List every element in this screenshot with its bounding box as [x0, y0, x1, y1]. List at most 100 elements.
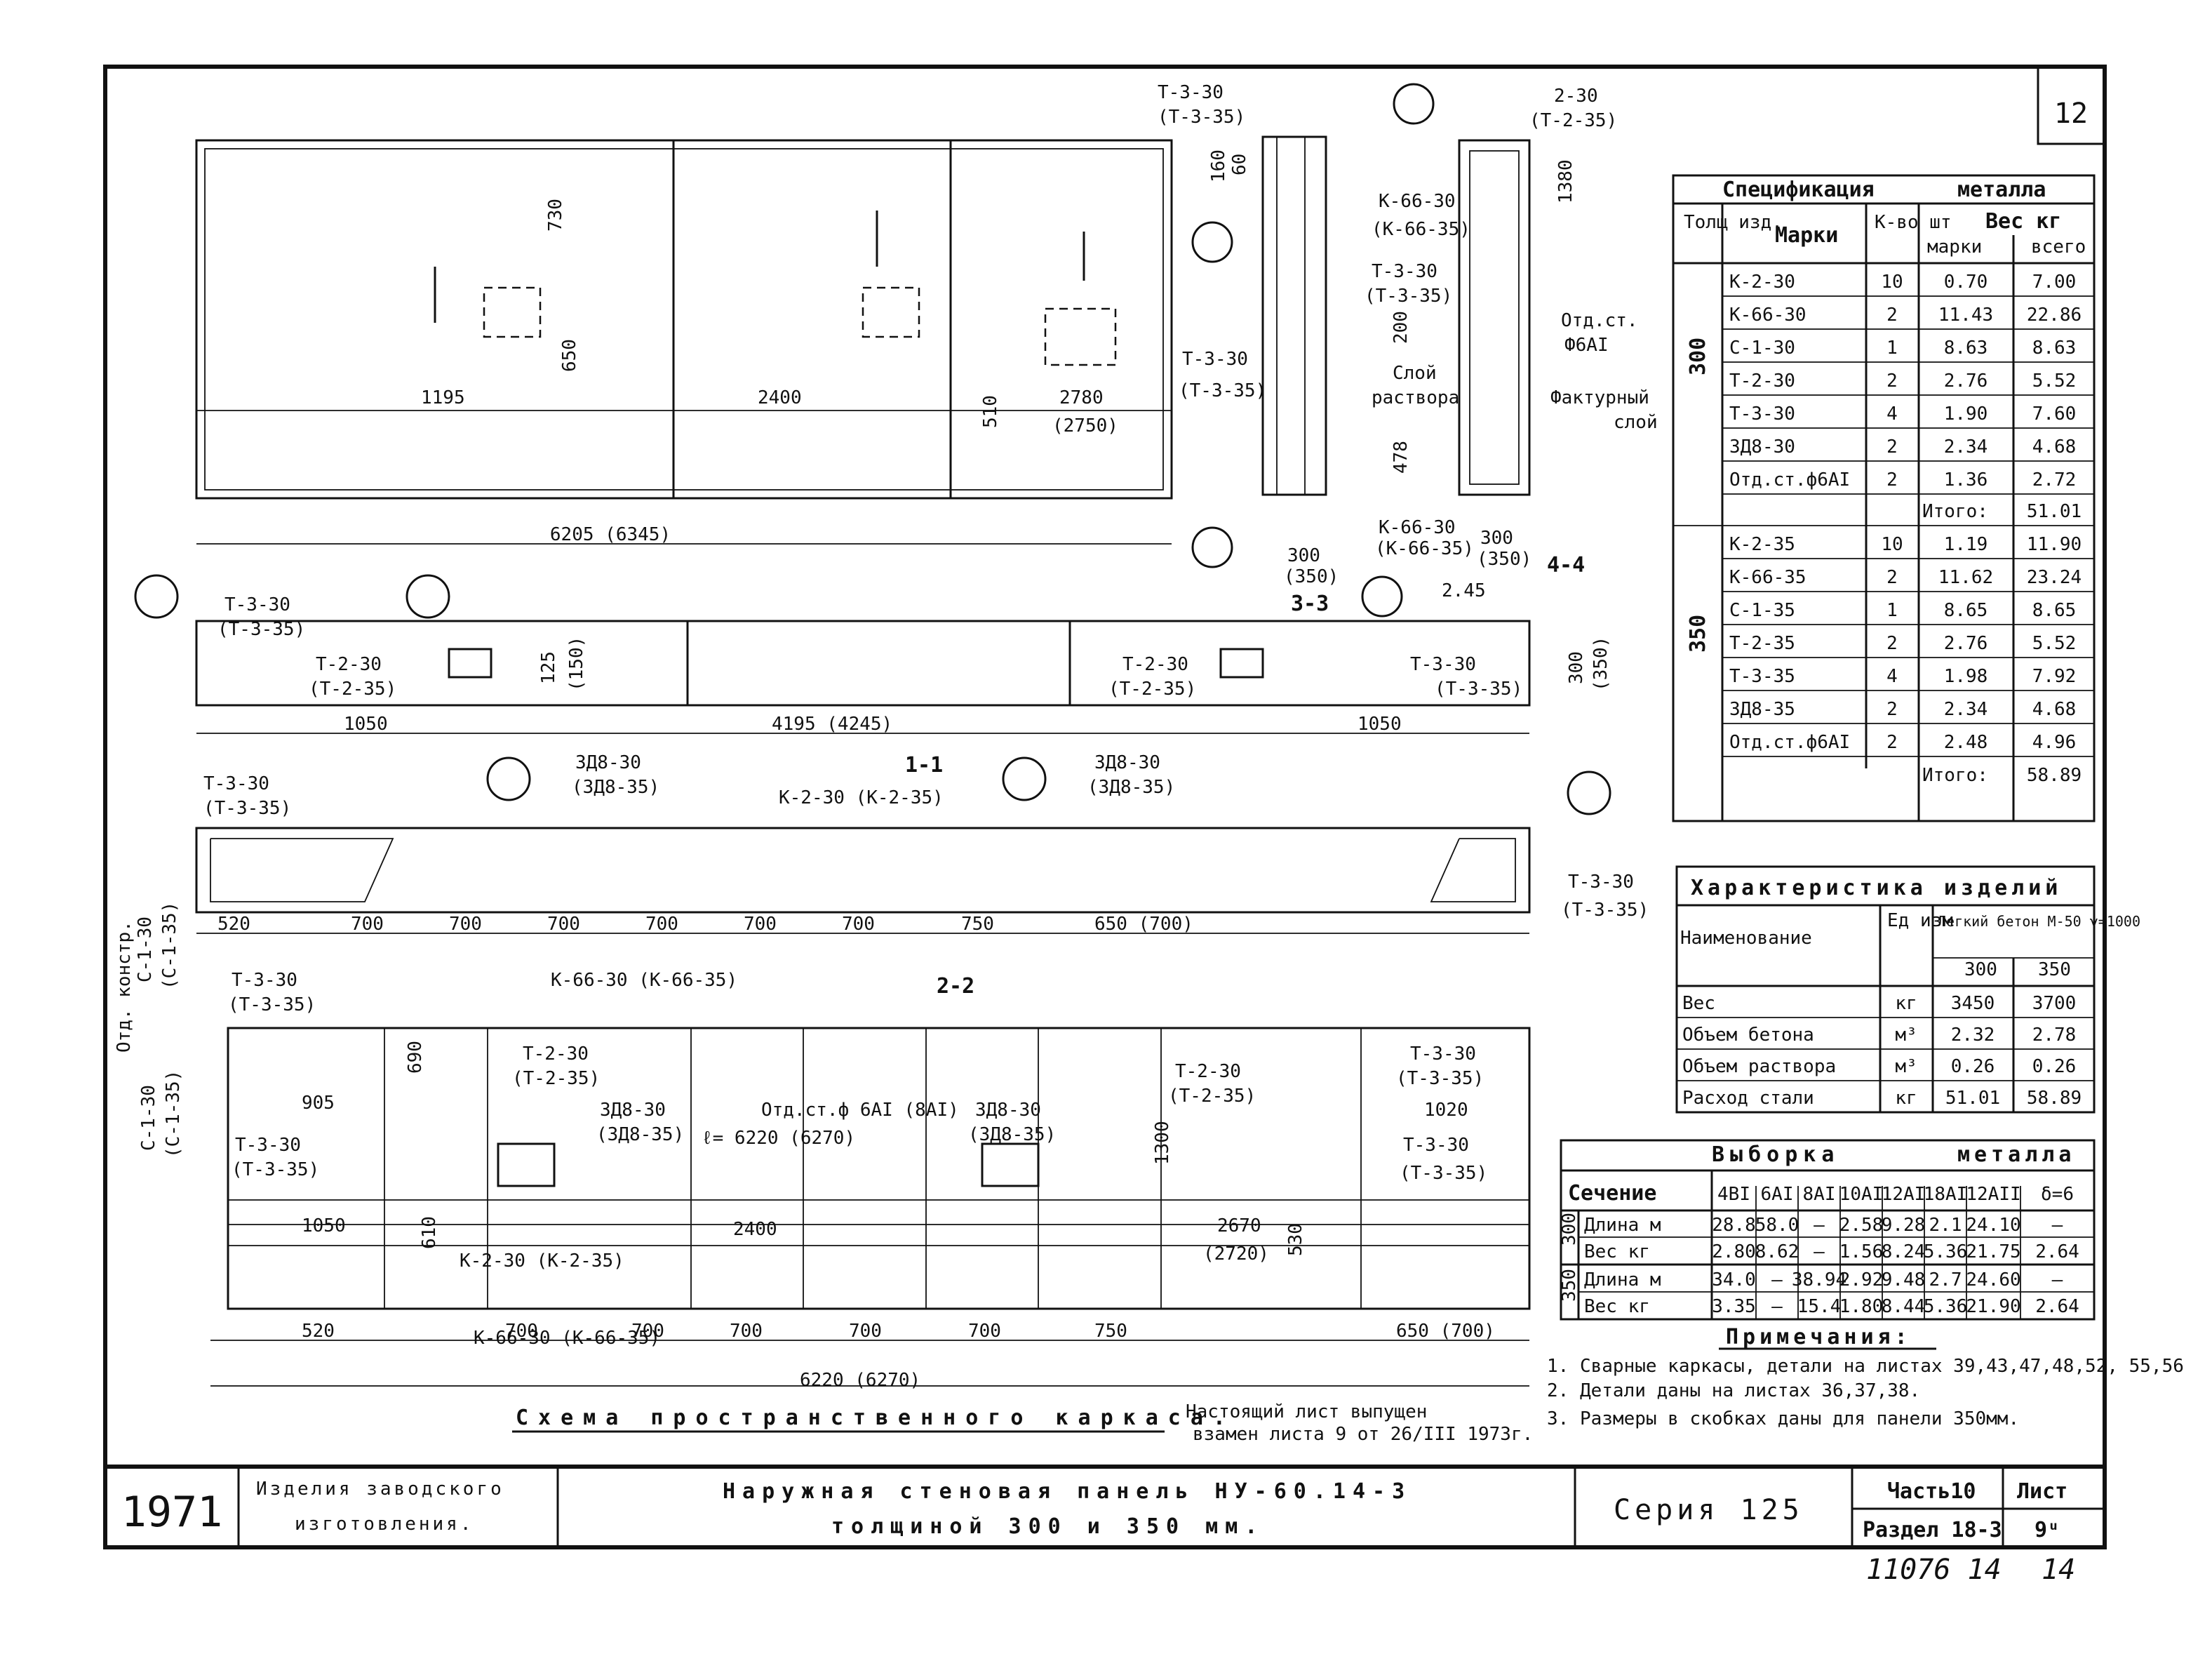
- char-row-350: 58.89: [2027, 1088, 2082, 1109]
- embed-3: [1044, 307, 1117, 366]
- sec-sloy: Слой: [1393, 363, 1437, 384]
- plan-t330b: Т-3-30: [1410, 654, 1476, 675]
- tb-org-1: Изделия заводского: [256, 1479, 504, 1500]
- sec-k66d: (К-66-35): [1375, 538, 1474, 559]
- plan-t335b: (Т-3-35): [1435, 679, 1522, 700]
- s11-dim-value: 700: [842, 914, 875, 935]
- spec-col-weight-mark: марки: [1927, 236, 1982, 258]
- sel-cell: 2.7: [1929, 1269, 1962, 1290]
- dim-2750: (2750): [1052, 415, 1118, 436]
- sel-row-label: Вес кг: [1584, 1241, 1650, 1262]
- section-4-inner: [1469, 150, 1520, 485]
- tb-section: Раздел 18-3: [1863, 1518, 2002, 1542]
- sec-350b: (350): [1477, 549, 1531, 570]
- s22-k66b: К-66-30 (К-66-35): [474, 1328, 660, 1349]
- spec-total-350-label: Итого:: [1922, 765, 1988, 786]
- spec-row-300-weight: 8.63: [1944, 338, 1988, 359]
- callout-circle-7-36: [405, 574, 450, 619]
- char-row-350: 3700: [2032, 993, 2077, 1014]
- s22-1050: 1050: [302, 1215, 346, 1236]
- spec-row-300-total: 4.68: [2032, 436, 2077, 458]
- sel-cell: 2.64: [2035, 1241, 2079, 1262]
- s11-dim-value: 650 (700): [1094, 914, 1193, 935]
- sel-table-frame: [1560, 1139, 2096, 1321]
- spec-row-350-mark: С-1-35: [1729, 600, 1795, 621]
- sel-col-header: 18АI: [1924, 1184, 1968, 1205]
- s11-t335r: (Т-3-35): [1561, 900, 1649, 921]
- spec-row-300-total: 7.60: [2032, 403, 2077, 425]
- plan-t235: (Т-2-35): [309, 679, 396, 700]
- sel-cell: 2.92: [1839, 1269, 1884, 1290]
- char-row-unit: кг: [1895, 1088, 1917, 1109]
- spec-col-qty: К-во шт: [1875, 212, 1952, 233]
- plan-t330: Т-3-30: [224, 594, 290, 615]
- char-col-350: 350: [2038, 959, 2071, 980]
- panel-outline: [195, 139, 1173, 500]
- spec-group-350: 350: [1686, 615, 1710, 653]
- label-4-4: 4-4: [1547, 553, 1585, 578]
- sec-t230: 2-30: [1554, 86, 1598, 107]
- spec-row-300-mark: ЗД8-30: [1729, 436, 1795, 458]
- s22-c2: (С-1-35): [163, 1070, 184, 1158]
- spec-row-300-total: 22.86: [2027, 305, 2082, 326]
- title-block: 1971 Изделия заводского изготовления. На…: [121, 1467, 2105, 1547]
- s22-k2: К-2-30 (К-2-35): [460, 1250, 624, 1272]
- issue-note-2: взамен листа 9 от 26/III 1973г.: [1193, 1424, 1533, 1445]
- sel-cell: 24.60: [1966, 1269, 2020, 1290]
- s22-dim-value: 700: [968, 1321, 1001, 1342]
- s22-zd: 3Д8-30: [600, 1100, 666, 1121]
- issue-note-1: Настоящий лист выпущен: [1186, 1401, 1427, 1422]
- callout-circle-2-38: [1191, 221, 1233, 263]
- tb-sheet-label: Лист: [2017, 1479, 2067, 1504]
- spec-row-350-qty: 4: [1886, 666, 1898, 687]
- sec-k66b: (К-66-35): [1372, 219, 1470, 240]
- spec-row-350-mark: Т-3-35: [1729, 666, 1795, 687]
- scheme-caption: Схема пространственного каркаса.: [516, 1406, 1235, 1430]
- elev-t335b: (Т-3-35): [1158, 107, 1245, 128]
- label-2-2: 2-2: [937, 974, 974, 999]
- tb-part: Часть10: [1887, 1479, 1976, 1504]
- elev-t330: Т-3-30: [1182, 349, 1248, 370]
- spec-row-350-weight: 1.98: [1944, 666, 1988, 687]
- s11-dim-value: 700: [645, 914, 678, 935]
- spec-row-300-total: 5.52: [2032, 371, 2077, 392]
- plan-d2: 4195 (4245): [772, 714, 892, 735]
- dim-2400: 2400: [758, 387, 802, 408]
- sec-faktur: Фактурный: [1550, 387, 1649, 408]
- spec-row-300-weight: 0.70: [1944, 272, 1988, 293]
- char-row-350: 0.26: [2032, 1056, 2077, 1077]
- spec-table: Спецификация металла Толщ изд. Марки К-в…: [1672, 174, 2096, 822]
- sec-200: 200: [1390, 311, 1412, 344]
- sec-300b: 300: [1480, 528, 1513, 549]
- sel-cell: 34.0: [1712, 1269, 1756, 1290]
- callout-circle-19-37: [1567, 771, 1611, 815]
- sel-cell: 2.64: [2035, 1296, 2079, 1317]
- callout-circle-2-36: [1393, 83, 1435, 125]
- spec-col-weight: Вес кг: [1985, 209, 2061, 234]
- sel-group-350: 350: [1559, 1269, 1580, 1302]
- plan-t230: Т-2-30: [316, 654, 382, 675]
- s22-c: С-1-30: [138, 1085, 159, 1151]
- char-row-name: Вес: [1682, 993, 1715, 1014]
- plan-embed-2: [1219, 648, 1264, 679]
- s11-c: С-1-30: [135, 916, 156, 982]
- sel-cell: —: [1771, 1296, 1783, 1317]
- spec-row-300-qty: 4: [1886, 403, 1898, 425]
- char-row-name: Объем бетона: [1682, 1025, 1814, 1046]
- s11-c2: (С-1-35): [159, 902, 180, 989]
- sel-cell: 15.4: [1797, 1296, 1842, 1317]
- plan-d1: 1050: [344, 714, 388, 735]
- footer-page: 14: [2042, 1554, 2075, 1586]
- sel-col-header: 10АI: [1839, 1184, 1884, 1205]
- plan-t235b: (Т-2-35): [1108, 679, 1196, 700]
- spec-row-350-total: 5.52: [2032, 633, 2077, 654]
- s22-dim-value: 700: [730, 1321, 763, 1342]
- dim-510: 510: [980, 395, 1001, 428]
- spec-group-300: 300: [1686, 338, 1710, 375]
- s11-t330: Т-3-30: [203, 773, 269, 794]
- tb-title-1: Наружная стеновая панель НУ-60.14-3: [723, 1479, 1412, 1504]
- sel-cell: 21.90: [1966, 1296, 2020, 1317]
- callout-circle-4-36: [1191, 526, 1233, 568]
